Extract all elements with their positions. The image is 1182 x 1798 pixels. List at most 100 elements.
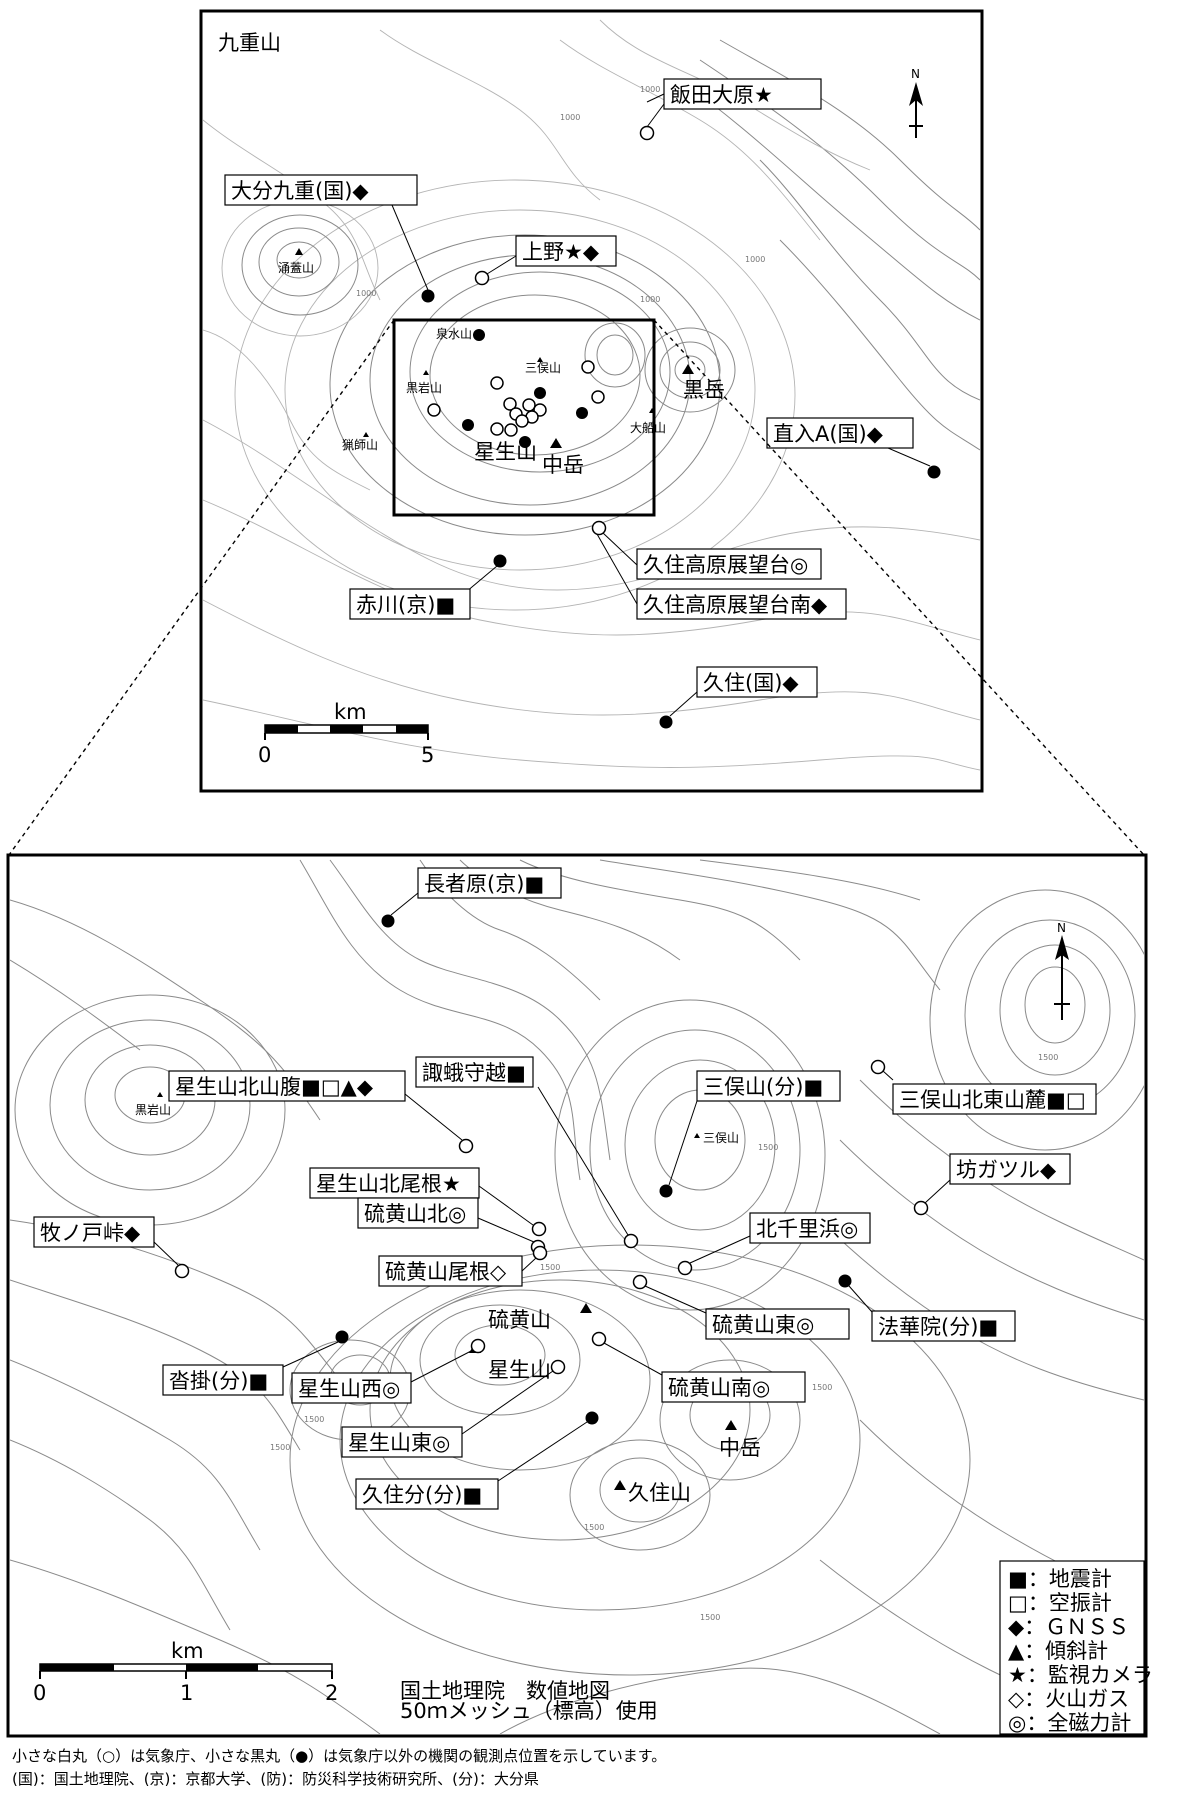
north-label: N [911, 67, 920, 81]
detail-station[interactable]: 硫黄山尾根◇ [378, 1245, 548, 1287]
station-label: 久住高原展望台南◆ [643, 593, 828, 617]
scale-end: 2 [325, 1681, 338, 1705]
station-label: 星生山北山腹■□▲◆ [175, 1075, 374, 1099]
contour-label: 1500 [758, 1143, 778, 1152]
station-label: 硫黄山南◎ [668, 1376, 770, 1400]
detail-station[interactable]: 沓掛(分)■ [162, 1330, 349, 1396]
overview-station[interactable]: 直入A(国)◆ [766, 417, 941, 479]
station-label: 坊ガツル◆ [956, 1158, 1057, 1182]
peak-label: 黒岩山 [406, 380, 442, 395]
peak-triangle-icon [537, 357, 543, 362]
overview-station[interactable]: 飯田大原★ [639, 78, 822, 141]
peak-label: 涌蓋山 [278, 261, 314, 275]
detail-station[interactable]: 星生山東◎ [341, 1359, 566, 1458]
legend-text: ：ＧＮＳＳ [1024, 1615, 1129, 1639]
overview-station[interactable]: 久住高原展望台南◆ [596, 533, 847, 620]
station-label: 星生山西◎ [298, 1377, 400, 1401]
station-label: 法華院(分)■ [878, 1315, 998, 1339]
station-label: 上野★◆ [522, 240, 600, 264]
station-label: 諏蛾守越■ [422, 1061, 526, 1085]
detail-station[interactable]: 星生山北山腹■□▲◆ [168, 1070, 474, 1154]
svg-text:▲：傾斜計: ▲：傾斜計 [1008, 1639, 1108, 1663]
legend-text: ：地震計 [1028, 1567, 1112, 1591]
peak-label: 久住山 [628, 1481, 691, 1505]
detail-station[interactable]: 硫黄山北◎ [357, 1197, 546, 1255]
scale-start: 0 [33, 1681, 46, 1705]
contour-label: 1000 [745, 255, 765, 264]
peak-label: 三俣山 [525, 361, 561, 375]
station-label: 長者原(京)■ [424, 872, 544, 896]
detail-station[interactable]: 坊ガツル◆ [913, 1153, 1071, 1216]
detail-station[interactable]: 長者原(京)■ [381, 867, 562, 928]
svg-text:□：空振計: □：空振計 [1008, 1591, 1112, 1615]
peak-triangle-icon [725, 1420, 737, 1430]
north-arrow-icon: N [909, 67, 923, 138]
legend-text: ：傾斜計 [1024, 1639, 1108, 1663]
station-label: 沓掛(分)■ [169, 1369, 268, 1393]
overview-station[interactable]: 大分九重(国)◆ [224, 174, 435, 303]
peak-triangle-icon [580, 1303, 592, 1313]
peak-triangle-icon [550, 438, 562, 448]
overview-station[interactable]: 久住高原展望台◎ [591, 520, 822, 580]
north-label: N [1057, 921, 1066, 935]
peak-triangle-icon [423, 370, 429, 375]
peak-label: 猟師山 [342, 438, 378, 452]
svg-text:★：監視カメラ: ★：監視カメラ [1008, 1663, 1153, 1687]
peak-label: 黒岩山 [135, 1102, 171, 1117]
scale-unit: km [171, 1639, 204, 1663]
overview-frame [199, 9, 984, 793]
legend-text: ：火山ガス [1024, 1687, 1129, 1711]
detail-station[interactable]: 星生山西◎ [291, 1338, 486, 1404]
overview-station[interactable]: 久住(国)◆ [659, 666, 818, 729]
overview-map: 1000 1000 1000 1000 1000 九重山 N 涌蓋山 泉水山 黒… [199, 9, 984, 793]
detail-station[interactable]: 三俣山北東山麓■□ [870, 1059, 1097, 1115]
station-label: 赤川(京)■ [356, 593, 455, 617]
overview-station[interactable]: 赤川(京)■ [349, 554, 507, 620]
contour-label: 1000 [640, 85, 660, 94]
peak-triangle-icon [295, 248, 303, 255]
inset-connector-lines [8, 319, 1145, 856]
legend-text: ：監視カメラ [1027, 1663, 1153, 1687]
station-label: 硫黄山東◎ [712, 1313, 814, 1337]
legend-text: ：全磁力計 [1026, 1711, 1131, 1735]
station-label: 星生山北尾根★ [316, 1172, 461, 1196]
station-label: 久住高原展望台◎ [643, 553, 808, 577]
station-label: 硫黄山北◎ [364, 1202, 466, 1226]
scale-mid: 1 [180, 1681, 193, 1705]
detail-station[interactable]: 法華院(分)■ [838, 1274, 1016, 1342]
data-credit: 国土地理院 数値地図 [400, 1679, 610, 1703]
station-label: 久住分(分)■ [362, 1483, 482, 1507]
detail-station[interactable]: 久住分(分)■ [355, 1411, 599, 1510]
detail-map: 1500 1500 1500 1500 1500 1500 1500 1500 … [6, 853, 1153, 1738]
legend-symbol: ◎ [1008, 1711, 1026, 1735]
contour-label: 1500 [1038, 1053, 1058, 1062]
overview-scale-bar: km 0 5 [258, 700, 434, 767]
inset-station-dots [427, 329, 605, 448]
contour-label: 1000 [356, 289, 376, 298]
detail-peaks: 黒岩山 三俣山 硫黄山 星生山 中岳 久住山 [135, 1092, 761, 1505]
overview-station[interactable]: 上野★◆ [474, 235, 617, 286]
contour-label: 1500 [584, 1523, 604, 1532]
svg-text:◎：全磁力計: ◎：全磁力計 [1008, 1711, 1131, 1735]
station-label: 牧ノ戸峠◆ [40, 1221, 141, 1245]
legend-symbol: ★ [1008, 1663, 1027, 1687]
detail-station[interactable]: 硫黄山南◎ [591, 1331, 806, 1403]
peak-label: 中岳 [719, 1436, 761, 1460]
footnote: (国)：国土地理院、(京)：京都大学、(防)：防災科学技術研究所、(分)：大分県 [12, 1770, 539, 1788]
legend-symbol: □ [1008, 1591, 1028, 1615]
overview-peaks: 涌蓋山 泉水山 黒岩山 三俣山 黒岳 大船山 猟師山 星生山 中岳 [278, 248, 725, 477]
legend-symbol: ◆ [1008, 1615, 1025, 1639]
station-label: 北千里浜◎ [756, 1217, 858, 1241]
detail-station[interactable]: 牧ノ戸峠◆ [33, 1216, 190, 1279]
peak-label: 泉水山 [436, 327, 472, 341]
detail-station[interactable]: 諏蛾守越■ [415, 1056, 639, 1249]
detail-station[interactable]: 硫黄山東◎ [632, 1274, 850, 1340]
peak-triangle-icon [649, 408, 655, 413]
station-label: 星生山東◎ [348, 1431, 450, 1455]
contour-label: 1500 [700, 1613, 720, 1622]
detail-station[interactable]: 三俣山(分)■ [659, 1070, 841, 1198]
detail-station[interactable]: 北千里浜◎ [677, 1212, 871, 1276]
peak-label: 黒岳 [683, 378, 725, 402]
detail-scale-bar: km 0 1 2 [33, 1639, 338, 1705]
